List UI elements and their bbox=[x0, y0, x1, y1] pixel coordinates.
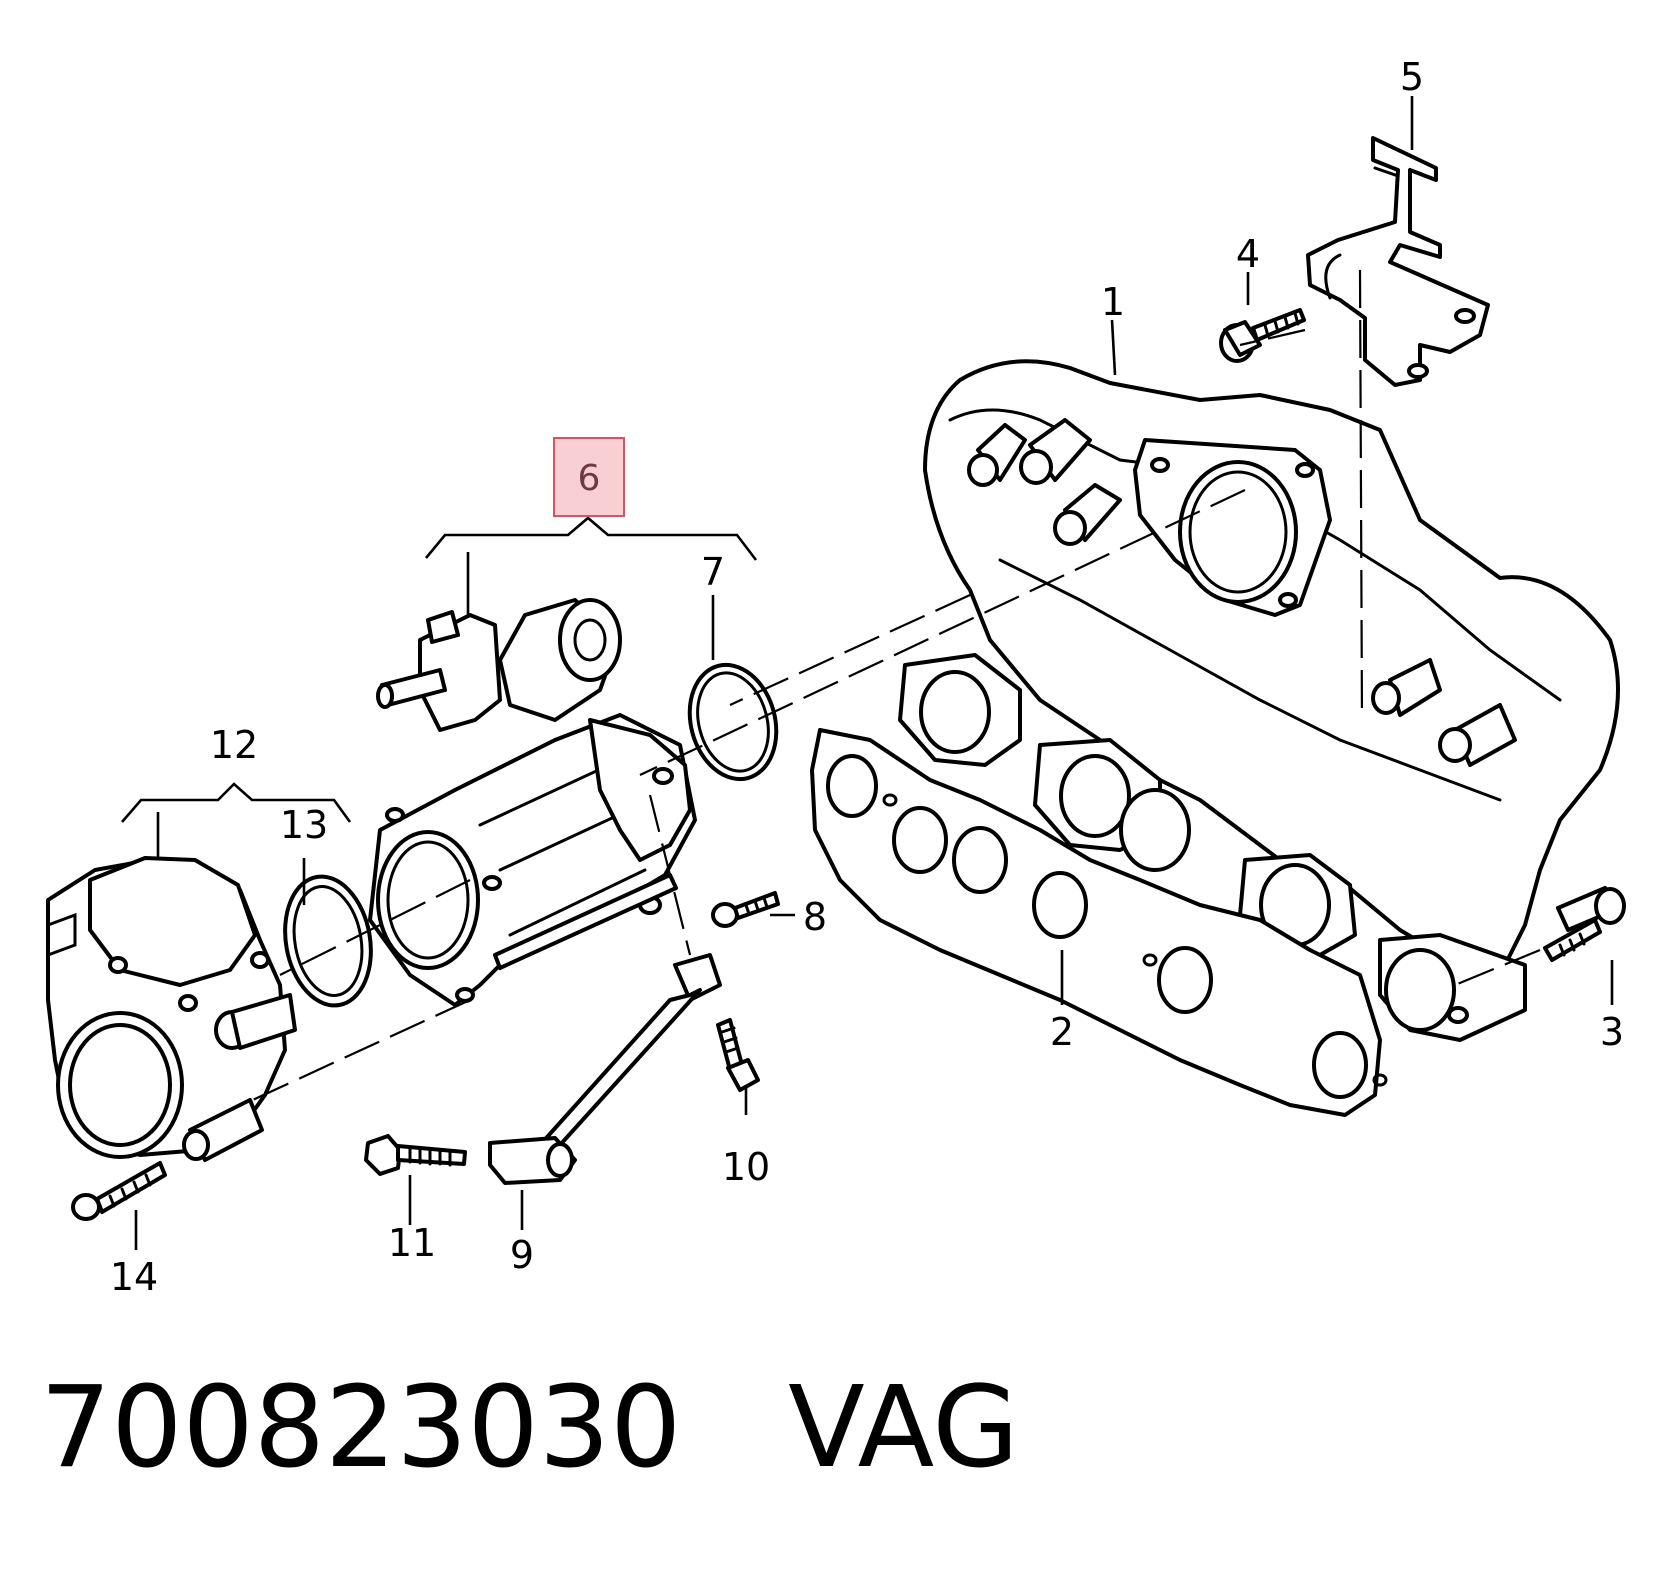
manifold-gasket-part-2 bbox=[810, 728, 1388, 1117]
bracket-part-5 bbox=[1306, 136, 1490, 387]
o-ring-part-7 bbox=[687, 662, 779, 782]
throttle-body-part-12 bbox=[46, 856, 297, 1162]
callout-13: 13 bbox=[280, 803, 328, 847]
callout-11: 11 bbox=[388, 1221, 436, 1265]
callout-1: 1 bbox=[1101, 280, 1125, 324]
part-number: 700823030 bbox=[40, 1363, 682, 1493]
bolt-part-14 bbox=[71, 1161, 167, 1221]
callout-2: 2 bbox=[1050, 1010, 1074, 1054]
highlight-box-callout-6 bbox=[553, 437, 625, 517]
bolt-part-10 bbox=[716, 1018, 760, 1092]
assembly-axes bbox=[219, 269, 1541, 1116]
callout-labels: 1 2 3 4 5 6 7 8 9 10 11 12 13 14 bbox=[110, 55, 1624, 1299]
brand-name: VAG bbox=[788, 1363, 1020, 1493]
intake-manifold-part-1 bbox=[898, 359, 1620, 1042]
callout-8: 8 bbox=[803, 895, 827, 939]
caption-gap bbox=[681, 1363, 788, 1493]
callout-10: 10 bbox=[722, 1145, 770, 1189]
part-caption: 700823030 VAG bbox=[40, 1372, 1019, 1484]
callout-9: 9 bbox=[510, 1233, 534, 1277]
callout-3: 3 bbox=[1600, 1010, 1624, 1054]
bolt-part-4 bbox=[1219, 308, 1306, 363]
screw-part-8 bbox=[711, 891, 780, 928]
callout-6: 6 bbox=[578, 458, 601, 499]
bolt-part-11 bbox=[364, 1134, 467, 1176]
pipe-part-9 bbox=[488, 953, 722, 1185]
callout-12: 12 bbox=[210, 723, 258, 767]
callout-7: 7 bbox=[701, 550, 725, 594]
o-ring-part-13 bbox=[283, 874, 373, 1008]
callout-4: 4 bbox=[1236, 232, 1260, 276]
callout-5: 5 bbox=[1400, 55, 1424, 99]
leader-lines bbox=[121, 96, 1614, 1250]
valve-housing-part-6 bbox=[368, 598, 697, 1007]
bolt-part-3 bbox=[1543, 886, 1626, 962]
callout-14: 14 bbox=[110, 1255, 158, 1299]
